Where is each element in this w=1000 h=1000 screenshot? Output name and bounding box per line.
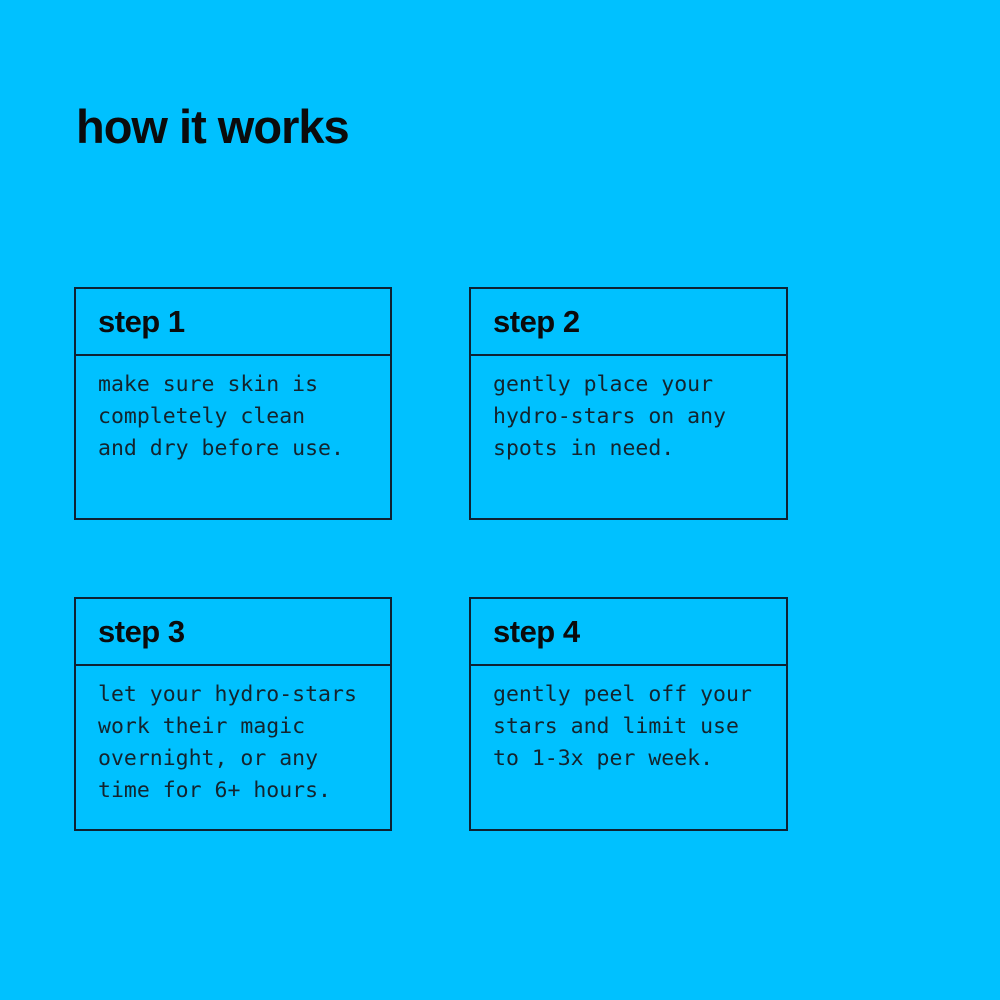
step-card-header: step 2 — [471, 289, 786, 356]
step-description: gently peel off your stars and limit use… — [493, 682, 752, 771]
step-label: step 4 — [493, 613, 580, 649]
page-title: how it works — [76, 100, 350, 153]
step-label: step 3 — [98, 613, 185, 649]
step-description: let your hydro-stars work their magic ov… — [98, 682, 357, 803]
step-description: gently place your hydro-stars on any spo… — [493, 372, 726, 461]
step-label: step 2 — [493, 303, 580, 339]
step-card-4: step 4 gently peel off your stars and li… — [469, 597, 788, 831]
step-description: make sure skin is completely clean and d… — [98, 372, 344, 461]
step-card-3: step 3 let your hydro-stars work their m… — [74, 597, 392, 831]
step-card-header: step 1 — [76, 289, 390, 356]
step-label: step 1 — [98, 303, 185, 339]
step-card-header: step 4 — [471, 599, 786, 666]
step-card-1: step 1 make sure skin is completely clea… — [74, 287, 392, 520]
step-card-header: step 3 — [76, 599, 390, 666]
step-card-2: step 2 gently place your hydro-stars on … — [469, 287, 788, 520]
